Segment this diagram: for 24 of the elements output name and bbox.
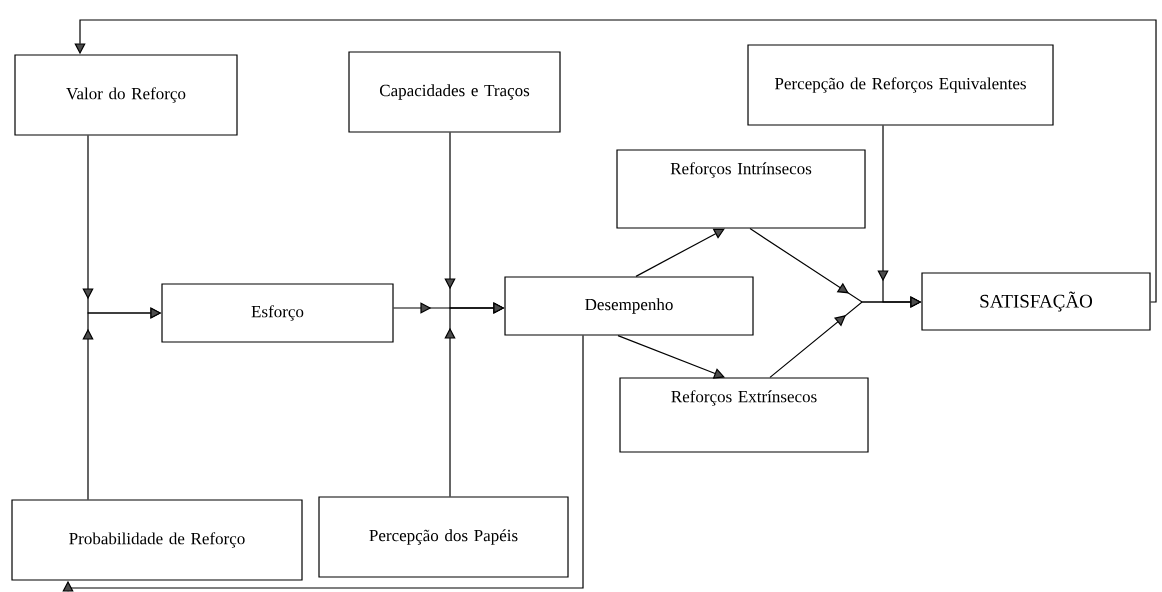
process-box [504, 276, 754, 336]
process-box [14, 54, 238, 136]
box-label: Valor do Reforço [66, 87, 186, 103]
arrow [635, 228, 725, 277]
box-label: Esforço [251, 305, 304, 321]
box-label: Probabilidade de Reforço [69, 532, 245, 548]
arrow [62, 335, 584, 592]
process-box [616, 149, 866, 229]
process-box [747, 44, 1054, 126]
box-label: SATISFAÇÃO [980, 291, 1093, 312]
box-label: Reforços Intrínsecos [670, 162, 812, 178]
box-label: Reforços Extrínsecos [671, 390, 817, 406]
box-label: Capacidades e Traços [380, 84, 530, 100]
arrow [74, 19, 1157, 303]
box-label: Desempenho [585, 298, 673, 314]
box-label: Percepção dos Papéis [369, 529, 518, 545]
process-box [318, 496, 569, 578]
process-box [11, 499, 303, 581]
arrow [617, 335, 725, 379]
process-box [921, 272, 1151, 331]
process-box [348, 51, 561, 133]
process-box [161, 283, 394, 343]
box-label: Percepção de Reforços Equivalentes [774, 77, 1026, 93]
process-box [619, 377, 869, 453]
